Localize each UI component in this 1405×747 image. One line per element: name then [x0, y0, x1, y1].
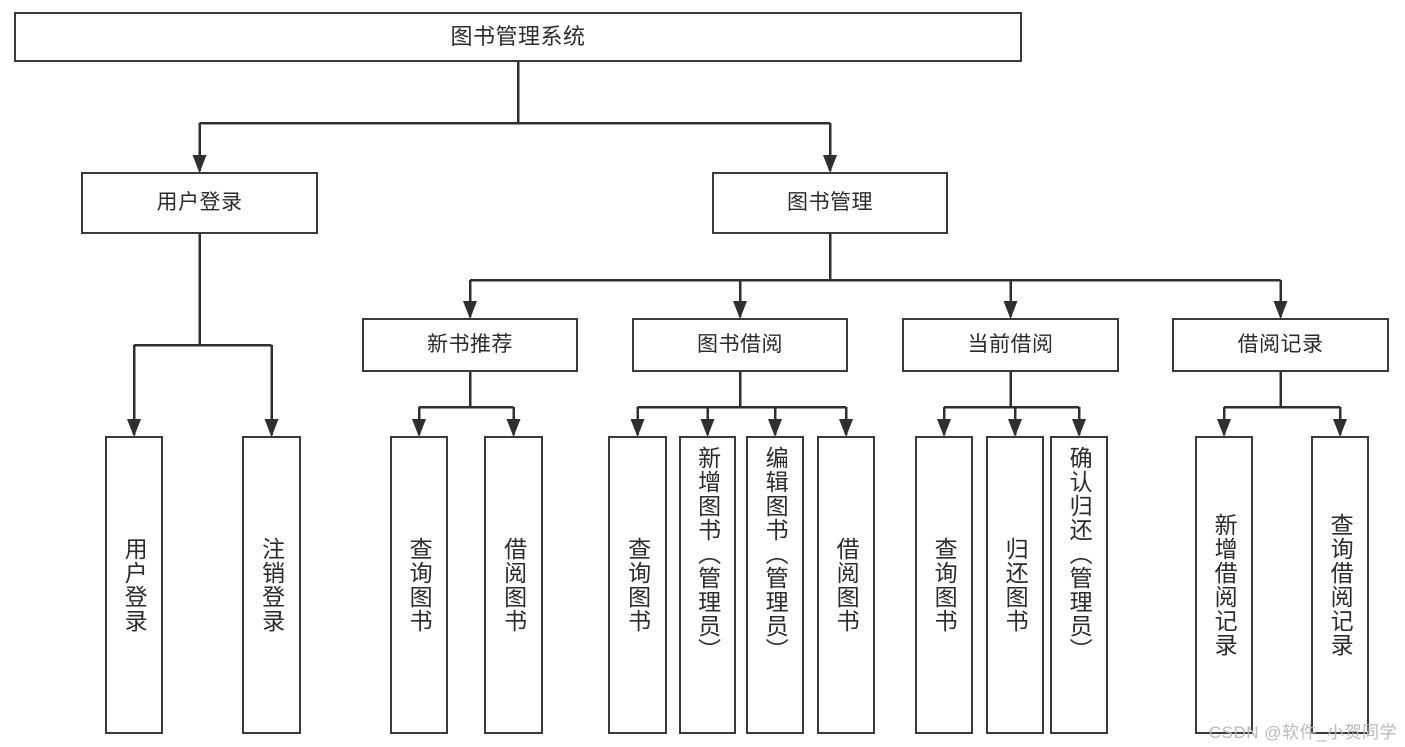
- node-label: 图书管理系统: [450, 24, 586, 50]
- node-leaf-edit-book-admin[interactable]: 编辑图书（管理员）: [746, 436, 804, 734]
- node-label: 借阅图书: [500, 537, 527, 633]
- node-current-borrow[interactable]: 当前借阅: [902, 318, 1119, 372]
- node-leaf-add-borrow-record[interactable]: 新增借阅记录: [1195, 436, 1253, 734]
- node-leaf-query-book-borrow[interactable]: 查询图书: [608, 436, 667, 734]
- node-label: 注销登录: [258, 537, 285, 633]
- node-borrow-record[interactable]: 借阅记录: [1172, 318, 1389, 372]
- node-label: 借阅图书: [833, 537, 860, 633]
- node-leaf-return-book[interactable]: 归还图书: [986, 436, 1044, 734]
- node-leaf-borrow-book-recommend[interactable]: 借阅图书: [484, 436, 543, 734]
- node-label: 编辑图书（管理员）: [762, 446, 789, 662]
- node-root[interactable]: 图书管理系统: [14, 12, 1022, 62]
- node-label: 新书推荐: [427, 332, 513, 356]
- node-label: 图书借阅: [697, 332, 783, 356]
- node-label: 查询图书: [406, 537, 433, 633]
- node-leaf-query-book-recommend[interactable]: 查询图书: [390, 436, 448, 734]
- node-label: 查询图书: [931, 537, 958, 633]
- node-label: 借阅记录: [1237, 332, 1324, 356]
- node-leaf-add-book-admin[interactable]: 新增图书（管理员）: [679, 436, 736, 734]
- node-leaf-query-borrow-record[interactable]: 查询借阅记录: [1311, 436, 1369, 734]
- node-label: 新增图书（管理员）: [694, 446, 721, 662]
- node-label: 确认归还（管理员）: [1066, 446, 1093, 662]
- node-label: 用户登录: [121, 537, 148, 633]
- node-leaf-confirm-return-admin[interactable]: 确认归还（管理员）: [1050, 436, 1108, 734]
- node-label: 用户登录: [156, 190, 243, 214]
- node-leaf-query-book-current[interactable]: 查询图书: [915, 436, 973, 734]
- node-label: 图书管理: [787, 190, 873, 214]
- node-label: 当前借阅: [967, 332, 1054, 356]
- node-new-book-recommend[interactable]: 新书推荐: [362, 318, 578, 372]
- node-label: 查询图书: [624, 537, 651, 633]
- node-book-borrow[interactable]: 图书借阅: [632, 318, 848, 372]
- node-label: 新增借阅记录: [1211, 513, 1238, 657]
- node-leaf-logout[interactable]: 注销登录: [242, 436, 301, 734]
- node-label: 归还图书: [1002, 537, 1029, 633]
- node-book-manage[interactable]: 图书管理: [712, 172, 948, 234]
- watermark-text: CSDN @软件_小贺同学: [1208, 723, 1397, 742]
- node-user-login[interactable]: 用户登录: [81, 172, 318, 234]
- node-leaf-user-login[interactable]: 用户登录: [105, 436, 163, 734]
- node-leaf-borrow-book[interactable]: 借阅图书: [817, 436, 875, 734]
- node-label: 查询借阅记录: [1327, 513, 1354, 657]
